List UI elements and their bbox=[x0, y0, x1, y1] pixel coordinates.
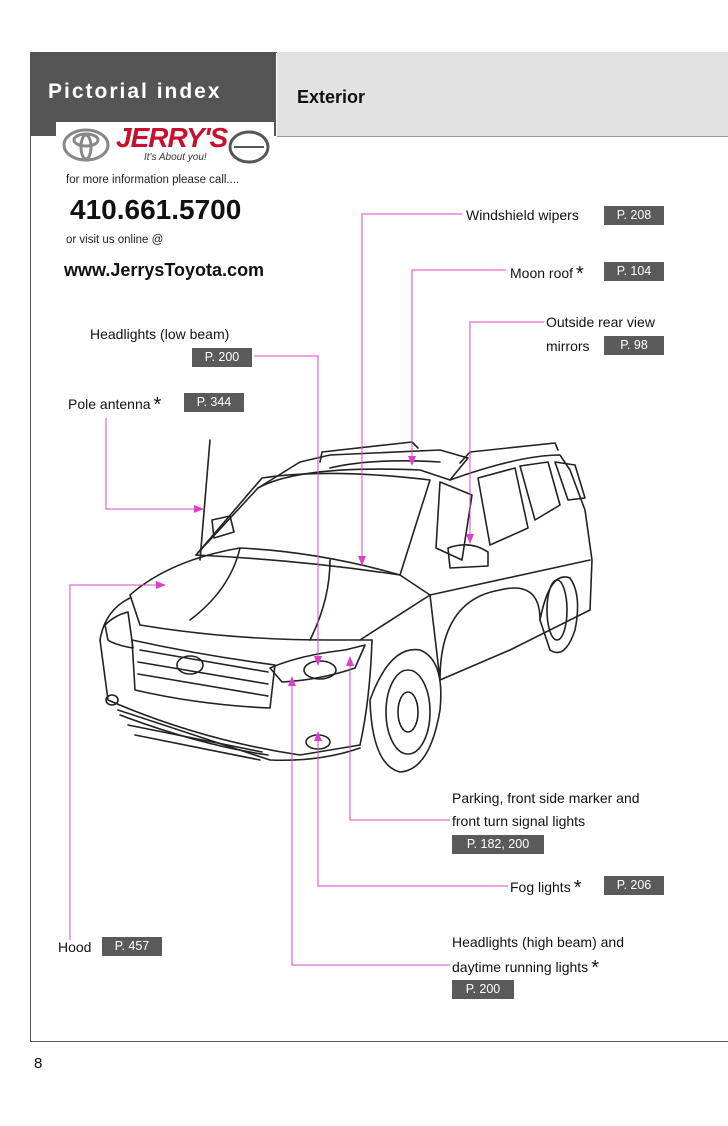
moon-roof-asterisk: * bbox=[576, 263, 584, 285]
parking-lights-page[interactable]: P. 182, 200 bbox=[452, 835, 544, 854]
leader-arrowheads bbox=[156, 456, 474, 741]
fog-lights-label: Fog lights* bbox=[510, 877, 582, 900]
pole-antenna-label: Pole antenna* bbox=[68, 394, 161, 417]
fog-lights-text: Fog lights bbox=[510, 879, 571, 895]
headlights-high-text: daytime running lights bbox=[452, 959, 588, 975]
moon-roof-label: Moon roof* bbox=[510, 263, 584, 286]
headlights-low-label: Headlights (low beam) bbox=[90, 326, 229, 342]
headlights-low-page[interactable]: P. 200 bbox=[192, 348, 252, 367]
hood-label: Hood bbox=[58, 939, 91, 955]
hood-page[interactable]: P. 457 bbox=[102, 937, 162, 956]
pole-antenna-asterisk: * bbox=[154, 394, 162, 416]
moon-roof-page[interactable]: P. 104 bbox=[604, 262, 664, 281]
mirrors-page[interactable]: P. 98 bbox=[604, 336, 664, 355]
suv-drawing bbox=[100, 440, 592, 772]
mirrors-label-line2: mirrors bbox=[546, 338, 590, 354]
fog-lights-page[interactable]: P. 206 bbox=[604, 876, 664, 895]
windshield-wipers-page[interactable]: P. 208 bbox=[604, 206, 664, 225]
mirrors-label-line1: Outside rear view bbox=[546, 314, 655, 330]
page-number: 8 bbox=[34, 1055, 42, 1072]
headlights-high-label-line2: daytime running lights* bbox=[452, 957, 599, 980]
pole-antenna-page[interactable]: P. 344 bbox=[184, 393, 244, 412]
windshield-wipers-label: Windshield wipers bbox=[466, 207, 579, 223]
fog-lights-asterisk: * bbox=[574, 877, 582, 899]
pole-antenna-text: Pole antenna bbox=[68, 396, 151, 412]
headlights-high-label-line1: Headlights (high beam) and bbox=[452, 934, 624, 950]
headlights-high-asterisk: * bbox=[591, 957, 599, 979]
moon-roof-text: Moon roof bbox=[510, 265, 573, 281]
headlights-high-page[interactable]: P. 200 bbox=[452, 980, 514, 999]
parking-lights-label-line1: Parking, front side marker and bbox=[452, 790, 640, 806]
parking-lights-label-line2: front turn signal lights bbox=[452, 813, 585, 829]
